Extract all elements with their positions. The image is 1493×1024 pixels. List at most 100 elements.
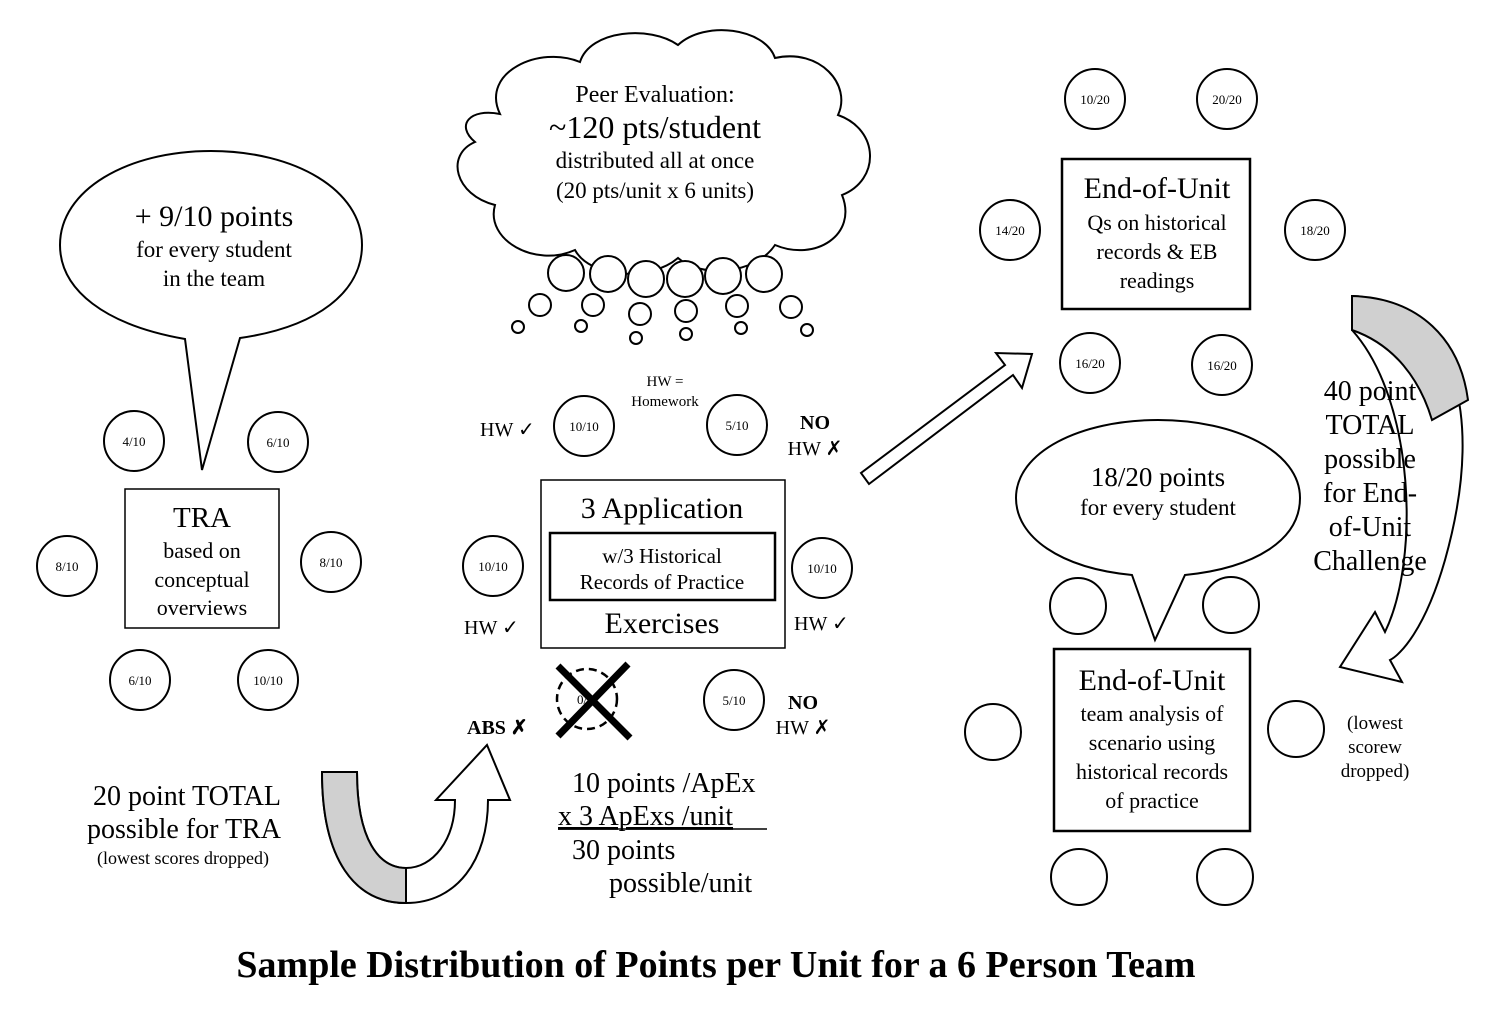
team-end-of-unit-box: End-of-Unit team analysis of scenario us…: [1052, 647, 1252, 833]
hw-check-top-left: HW ✓: [480, 419, 535, 441]
challenge-total-text: 40 point TOTAL possible for End- of-Unit…: [1313, 376, 1427, 577]
svg-text:6/10: 6/10: [128, 673, 151, 688]
thought-bubbles: [511, 254, 814, 345]
svg-text:8/10: 8/10: [319, 555, 342, 570]
svg-text:Homework: Homework: [631, 394, 699, 410]
tra-score-circle: 4/10: [103, 410, 165, 472]
svg-text:6/10: 6/10: [266, 435, 289, 450]
team-empty-circles: [964, 576, 1325, 906]
svg-text:10/20: 10/20: [1080, 92, 1110, 107]
apex-score-circle: 5/10: [703, 669, 765, 731]
svg-text:(lowest: (lowest: [1347, 713, 1404, 734]
tra-score-circles: 4/10 6/10 8/10 8/10 6/10 10/10: [36, 410, 362, 711]
hw-definition-note: HW = Homework: [631, 374, 699, 410]
svg-text:for End-: for End-: [1323, 478, 1417, 509]
empty-student-circle: [1050, 848, 1108, 906]
tra-box-line-3: conceptual: [154, 567, 249, 592]
apex-absent-circle: 0/: [555, 661, 633, 741]
svg-text:w/3 Historical: w/3 Historical: [602, 544, 722, 568]
svg-text:x 3 ApExs /unit: x 3 ApExs /unit: [558, 801, 733, 832]
svg-text:18/20 points: 18/20 points: [1091, 462, 1225, 492]
arrow-apex-to-end-of-unit: [859, 351, 1034, 486]
svg-text:possible for TRA: possible for TRA: [87, 814, 282, 845]
apex-score-circle: 10/10: [791, 537, 853, 599]
svg-text:10/10: 10/10: [478, 559, 508, 574]
svg-text:(lowest scores dropped): (lowest scores dropped): [97, 848, 269, 869]
tra-score-circle: 6/10: [109, 649, 171, 711]
svg-text:(20 pts/unit x 6 units): (20 pts/unit x 6 units): [556, 178, 754, 203]
tra-bubble-line-2: for every student: [136, 237, 292, 262]
tra-bubble-line-3: in the team: [163, 266, 265, 291]
tra-score-circle: 10/10: [237, 649, 299, 711]
svg-text:14/20: 14/20: [995, 223, 1025, 238]
svg-text:Records of Practice: Records of Practice: [580, 570, 744, 594]
svg-text:readings: readings: [1120, 268, 1195, 293]
team-end-of-unit-title: End-of-Unit: [1079, 664, 1226, 697]
hw-check-left: HW ✓: [464, 617, 519, 639]
empty-student-circle: [1196, 848, 1254, 906]
diagram-title: Sample Distribution of Points per Unit f…: [236, 944, 1195, 986]
svg-text:16/20: 16/20: [1207, 358, 1237, 373]
svg-text:for every student: for every student: [1080, 495, 1236, 520]
svg-text:team analysis of: team analysis of: [1081, 701, 1225, 726]
svg-text:Qs on historical: Qs on historical: [1087, 210, 1226, 235]
svg-text:10 points /ApEx: 10 points /ApEx: [572, 768, 756, 799]
end-of-unit-score-circles: 10/20 20/20 14/20 18/20 16/20 16/20: [979, 68, 1346, 396]
apex-box-top: 3 Application: [581, 492, 743, 525]
tra-bubble-points: + 9/10 points: [135, 200, 294, 233]
svg-text:8/10: 8/10: [55, 559, 78, 574]
svg-text:10/10: 10/10: [253, 673, 283, 688]
hw-check-right: HW ✓: [794, 613, 849, 635]
svg-text:of practice: of practice: [1105, 788, 1198, 813]
apex-score-circles: 10/10 5/10 10/10 10/10 0/ 5/10: [462, 394, 853, 741]
tra-box-title: TRA: [173, 502, 231, 534]
svg-text:10/10: 10/10: [569, 419, 599, 434]
curved-arrow-tra-to-apex: [320, 743, 512, 905]
tra-box-line-2: based on: [163, 538, 241, 563]
empty-student-circle: [1267, 700, 1325, 758]
eou-score-circle: 18/20: [1284, 199, 1346, 261]
peer-evaluation-cloud: Peer Evaluation: ~120 pts/student distri…: [456, 29, 871, 275]
apex-score-circle: 10/10: [553, 395, 615, 457]
hw-x-bottom: HW ✗: [776, 717, 831, 739]
apex-score-circle: 5/10: [706, 394, 768, 456]
tra-score-circle: 8/10: [300, 531, 362, 593]
empty-student-circle: [1202, 576, 1260, 634]
svg-text:historical records: historical records: [1076, 759, 1228, 784]
svg-text:records & EB: records & EB: [1097, 239, 1218, 264]
svg-text:of-Unit: of-Unit: [1329, 512, 1412, 543]
tra-total-text: 20 point TOTAL possible for TRA (lowest …: [87, 781, 282, 869]
apex-hw-labels: HW ✓ NO HW ✗ HW ✓ HW ✓ ABS ✗ NO HW ✗: [464, 412, 849, 739]
svg-text:scenario using: scenario using: [1089, 730, 1215, 755]
tra-score-circle: 6/10: [247, 411, 309, 473]
svg-text:Challenge: Challenge: [1313, 546, 1427, 577]
svg-text:dropped): dropped): [1341, 761, 1410, 782]
svg-text:~120 pts/student: ~120 pts/student: [549, 109, 761, 145]
abs-label: ABS ✗: [467, 717, 528, 739]
svg-text:18/20: 18/20: [1300, 223, 1330, 238]
svg-text:4/10: 4/10: [122, 434, 145, 449]
team-speech-bubble: 18/20 points for every student: [1014, 418, 1302, 643]
empty-student-circle: [964, 703, 1022, 761]
absent-cross-icon: [555, 661, 633, 741]
apex-box: 3 Application w/3 Historical Records of …: [540, 479, 786, 649]
svg-text:distributed all at once: distributed all at once: [556, 148, 755, 173]
eou-score-circle: 16/20: [1059, 332, 1121, 394]
apex-box-bottom: Exercises: [605, 607, 720, 640]
tra-box-line-4: overviews: [157, 595, 247, 620]
challenge-lowest-note: (lowest scorew dropped): [1341, 713, 1410, 782]
apex-points-calculation: 10 points /ApEx x 3 ApExs /unit 30 point…: [558, 768, 767, 899]
svg-text:HW =: HW =: [647, 374, 684, 390]
eou-score-circle: 10/20: [1064, 68, 1126, 130]
svg-text:scorew: scorew: [1348, 737, 1402, 758]
eou-score-circle: 16/20: [1191, 334, 1253, 396]
svg-text:possible/unit: possible/unit: [609, 868, 752, 899]
end-of-unit-box: End-of-Unit Qs on historical records & E…: [1060, 157, 1252, 311]
svg-text:5/10: 5/10: [725, 418, 748, 433]
tra-box: TRA based on conceptual overviews: [124, 488, 280, 629]
apex-score-circle: 10/10: [462, 535, 524, 597]
svg-text:40 point: 40 point: [1324, 376, 1417, 407]
curved-arrow-down-right: [1338, 294, 1470, 684]
svg-text:20/20: 20/20: [1212, 92, 1242, 107]
